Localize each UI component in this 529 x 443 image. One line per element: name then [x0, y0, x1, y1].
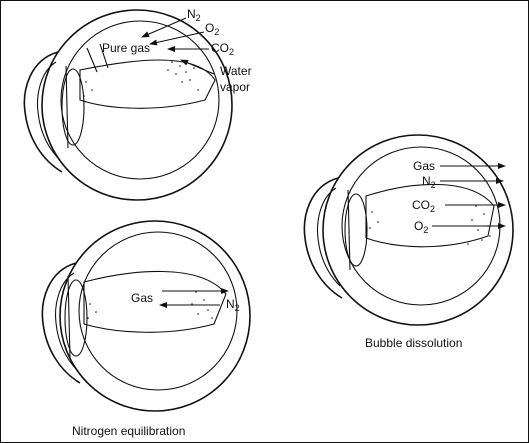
eye-top-water-arrow	[180, 59, 215, 75]
eye-bottom-gas-label: Gas	[131, 291, 153, 305]
eye-top-o2-arrow	[149, 31, 205, 46]
eye-bottom: Gas N2 Nitrogen equilibration	[41, 220, 251, 438]
eye-top-vapor-label: vapor	[220, 80, 250, 94]
eye-right-outer-wall	[322, 134, 514, 326]
eye-right-co2-label: CO2	[412, 198, 435, 214]
eye-top-stipple	[83, 61, 199, 97]
eye-bottom-stipple	[87, 291, 213, 319]
eye-right-lens	[344, 193, 368, 267]
eye-right-cornea	[303, 177, 343, 299]
eye-top-gas-bubble	[79, 59, 216, 109]
eye-bottom-inner-wall	[78, 231, 238, 391]
eye-right-cornea-inner	[316, 187, 341, 287]
eye-top-cornea-inner	[36, 61, 61, 161]
eye-top: N2 O2 Pure gas CO2 Water vapor	[23, 7, 252, 201]
eye-top-inner-wall	[60, 20, 220, 180]
eye-top-pure-gas-label: Pure gas	[102, 41, 150, 55]
eye-top-cornea	[23, 51, 63, 173]
eye-top-water-label: Water	[220, 64, 252, 78]
eye-top-o2-label: O2	[205, 21, 219, 37]
eye-top-bubble-mark	[86, 47, 98, 73]
eye-top-outer-wall	[41, 9, 233, 201]
eye-top-lens	[61, 68, 85, 146]
eye-top-co2-label: CO2	[211, 41, 234, 57]
eye-right-gas-label: Gas	[413, 159, 435, 173]
eye-right: Gas N2 CO2 O2 Bubble dissolution	[303, 134, 514, 350]
eye-right-gas-bubble	[365, 183, 495, 248]
eye-bottom-cornea-inner	[54, 272, 79, 372]
eye-right-o2-label: O2	[414, 219, 428, 235]
eye-right-caption: Bubble dissolution	[365, 336, 462, 350]
eye-bottom-iris	[67, 275, 71, 359]
eye-bottom-cornea	[41, 262, 81, 384]
eye-bottom-lens	[64, 279, 88, 357]
eye-top-n2-arrow	[141, 17, 187, 38]
eye-right-stipple	[369, 205, 491, 245]
eye-top-bubble-mark-2	[99, 43, 109, 69]
eye-top-n2-label: N2	[187, 7, 201, 23]
eye-right-iris	[347, 189, 351, 271]
eye-bottom-outer-wall	[59, 220, 251, 412]
eye-bottom-n2-label: N2	[226, 297, 240, 313]
eye-bottom-gas-bubble	[83, 270, 227, 333]
eye-top-iris	[65, 65, 69, 149]
eye-bottom-caption: Nitrogen equilibration	[72, 424, 185, 438]
eye-right-n2-label: N2	[422, 174, 436, 190]
